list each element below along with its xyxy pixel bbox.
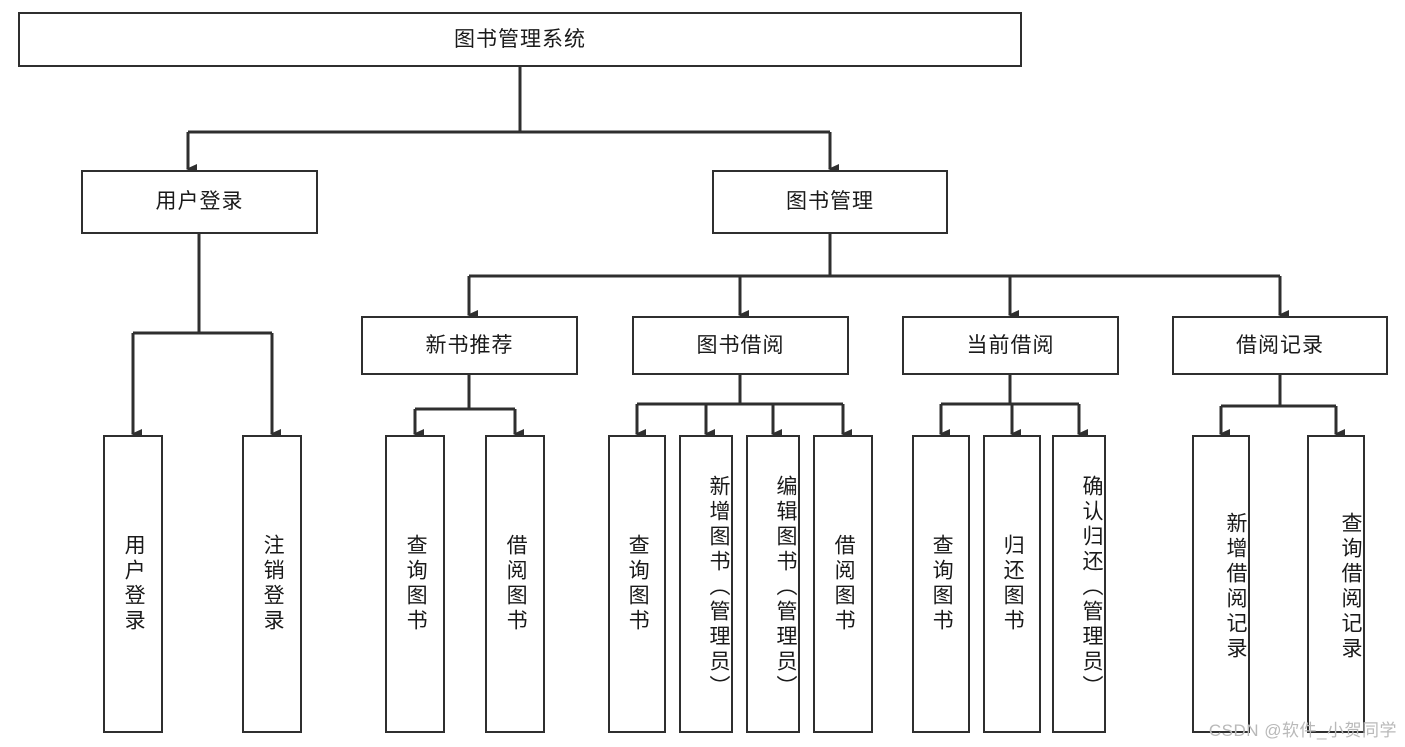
leaf-query-book-2[interactable]: 查询图书	[608, 435, 666, 733]
leaf-add-book-label: 新增图书（管理员）	[707, 474, 730, 700]
node-current-borrow[interactable]: 当前借阅	[902, 316, 1119, 375]
leaf-query-record[interactable]: 查询借阅记录	[1307, 435, 1365, 733]
leaf-return-book[interactable]: 归还图书	[983, 435, 1041, 733]
node-current-borrow-label: 当前借阅	[966, 333, 1055, 357]
node-user-login[interactable]: 用户登录	[81, 170, 318, 234]
leaf-user-login[interactable]: 用户登录	[103, 435, 163, 733]
leaf-return-book-label: 归还图书	[1001, 534, 1025, 634]
leaf-add-book[interactable]: 新增图书（管理员）	[679, 435, 733, 733]
node-book-borrow-label: 图书借阅	[696, 333, 785, 357]
leaf-edit-book[interactable]: 编辑图书（管理员）	[746, 435, 800, 733]
node-book-borrow[interactable]: 图书借阅	[632, 316, 849, 375]
leaf-query-book-2-label: 查询图书	[626, 534, 650, 634]
leaf-query-book-3-label: 查询图书	[930, 534, 954, 634]
node-new-book-rec-label: 新书推荐	[425, 333, 514, 357]
leaf-borrow-book-1[interactable]: 借阅图书	[485, 435, 545, 733]
csdn-watermark: CSDN @软件_小贺同学	[1208, 721, 1397, 740]
leaf-query-book-1-label: 查询图书	[404, 534, 428, 634]
node-book-manage[interactable]: 图书管理	[712, 170, 948, 234]
leaf-borrow-book-1-label: 借阅图书	[504, 534, 528, 634]
leaf-confirm-return[interactable]: 确认归还（管理员）	[1052, 435, 1106, 733]
node-new-book-rec[interactable]: 新书推荐	[361, 316, 578, 375]
leaf-user-login-label: 用户登录	[122, 534, 146, 634]
leaf-user-logout-label: 注销登录	[261, 534, 285, 634]
leaf-query-record-label: 查询借阅记录	[1339, 512, 1362, 662]
leaf-add-record-label: 新增借阅记录	[1224, 512, 1247, 662]
leaf-borrow-book-2[interactable]: 借阅图书	[813, 435, 873, 733]
leaf-edit-book-label: 编辑图书（管理员）	[774, 474, 797, 700]
node-borrow-record-label: 借阅记录	[1236, 333, 1324, 357]
node-user-login-label: 用户登录	[155, 190, 244, 214]
node-root[interactable]: 图书管理系统	[18, 12, 1022, 67]
leaf-add-record[interactable]: 新增借阅记录	[1192, 435, 1250, 733]
leaf-borrow-book-2-label: 借阅图书	[832, 534, 856, 634]
leaf-query-book-1[interactable]: 查询图书	[385, 435, 445, 733]
node-borrow-record[interactable]: 借阅记录	[1172, 316, 1388, 375]
node-root-label: 图书管理系统	[454, 27, 586, 51]
leaf-confirm-return-label: 确认归还（管理员）	[1080, 474, 1103, 700]
node-book-manage-label: 图书管理	[786, 190, 874, 214]
leaf-query-book-3[interactable]: 查询图书	[912, 435, 970, 733]
leaf-user-logout[interactable]: 注销登录	[242, 435, 302, 733]
